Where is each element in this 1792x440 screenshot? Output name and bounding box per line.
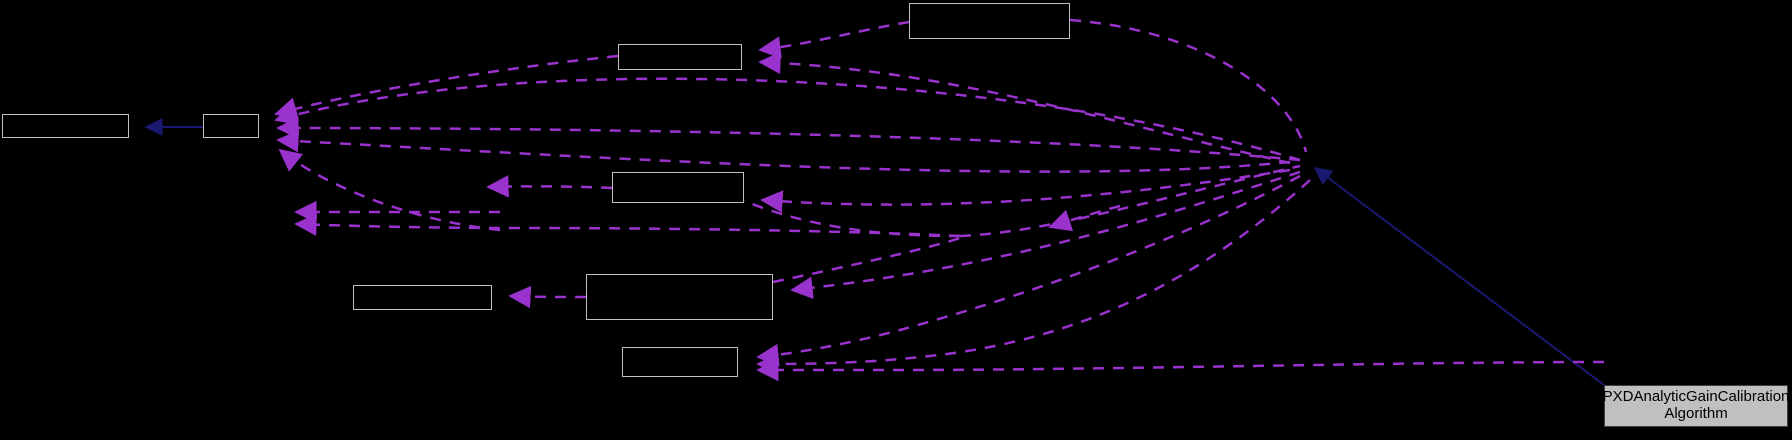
graph-node[interactable] bbox=[612, 172, 744, 203]
graph-node[interactable] bbox=[353, 285, 492, 310]
graph-node[interactable] bbox=[909, 3, 1070, 39]
edge-usage-n9-n8 bbox=[756, 358, 1605, 382]
edge-usage-hub-n2-a bbox=[274, 77, 1301, 162]
edge-inheritance-n9-hub bbox=[1313, 167, 1605, 386]
graph-node[interactable] bbox=[586, 274, 773, 320]
graph-node[interactable] bbox=[203, 114, 259, 138]
graph-node-highlighted[interactable]: PXDAnalyticGainCalibration Algorithm bbox=[1602, 385, 1790, 427]
edge-usage-n7-midjoin bbox=[772, 236, 961, 284]
edge-usage-n4-hub bbox=[1069, 18, 1308, 153]
graph-node[interactable] bbox=[618, 44, 742, 70]
edge-usage-mid-join-b bbox=[741, 198, 961, 238]
edge-usage-hub-n2-b bbox=[276, 116, 1301, 162]
edge-usage-n7-n6 bbox=[508, 285, 587, 309]
edge-usage-n3-n2 bbox=[274, 54, 619, 120]
edge-usage-mid-n2-a bbox=[278, 148, 501, 232]
edge-usage-hub-n8-b bbox=[756, 179, 1311, 376]
graph-node[interactable] bbox=[2, 114, 129, 138]
edge-usage-hub-n2-c bbox=[276, 129, 1291, 173]
edge-usage-n4-n3 bbox=[758, 20, 910, 59]
edge-usage-hub-mid-arrow bbox=[1048, 204, 1121, 232]
edge-usage-hub-n8-a bbox=[756, 174, 1301, 367]
edge-usage-hub-n7 bbox=[790, 170, 1301, 300]
graph-node[interactable] bbox=[622, 347, 738, 377]
edge-usage-hub-n3 bbox=[758, 51, 1291, 165]
edge-usage-n5-left bbox=[486, 175, 613, 198]
node-label: PXDAnalyticGainCalibration Algorithm bbox=[1602, 388, 1790, 422]
usage-edges bbox=[274, 18, 1605, 382]
edge-usage-mid-n2-c bbox=[294, 213, 521, 237]
edge-usage-mid-join-a bbox=[519, 226, 961, 238]
edge-usage-mid-join-c bbox=[959, 164, 1301, 238]
inheritance-edges bbox=[144, 118, 1605, 386]
edge-usage-hub-n5 bbox=[760, 168, 1291, 213]
